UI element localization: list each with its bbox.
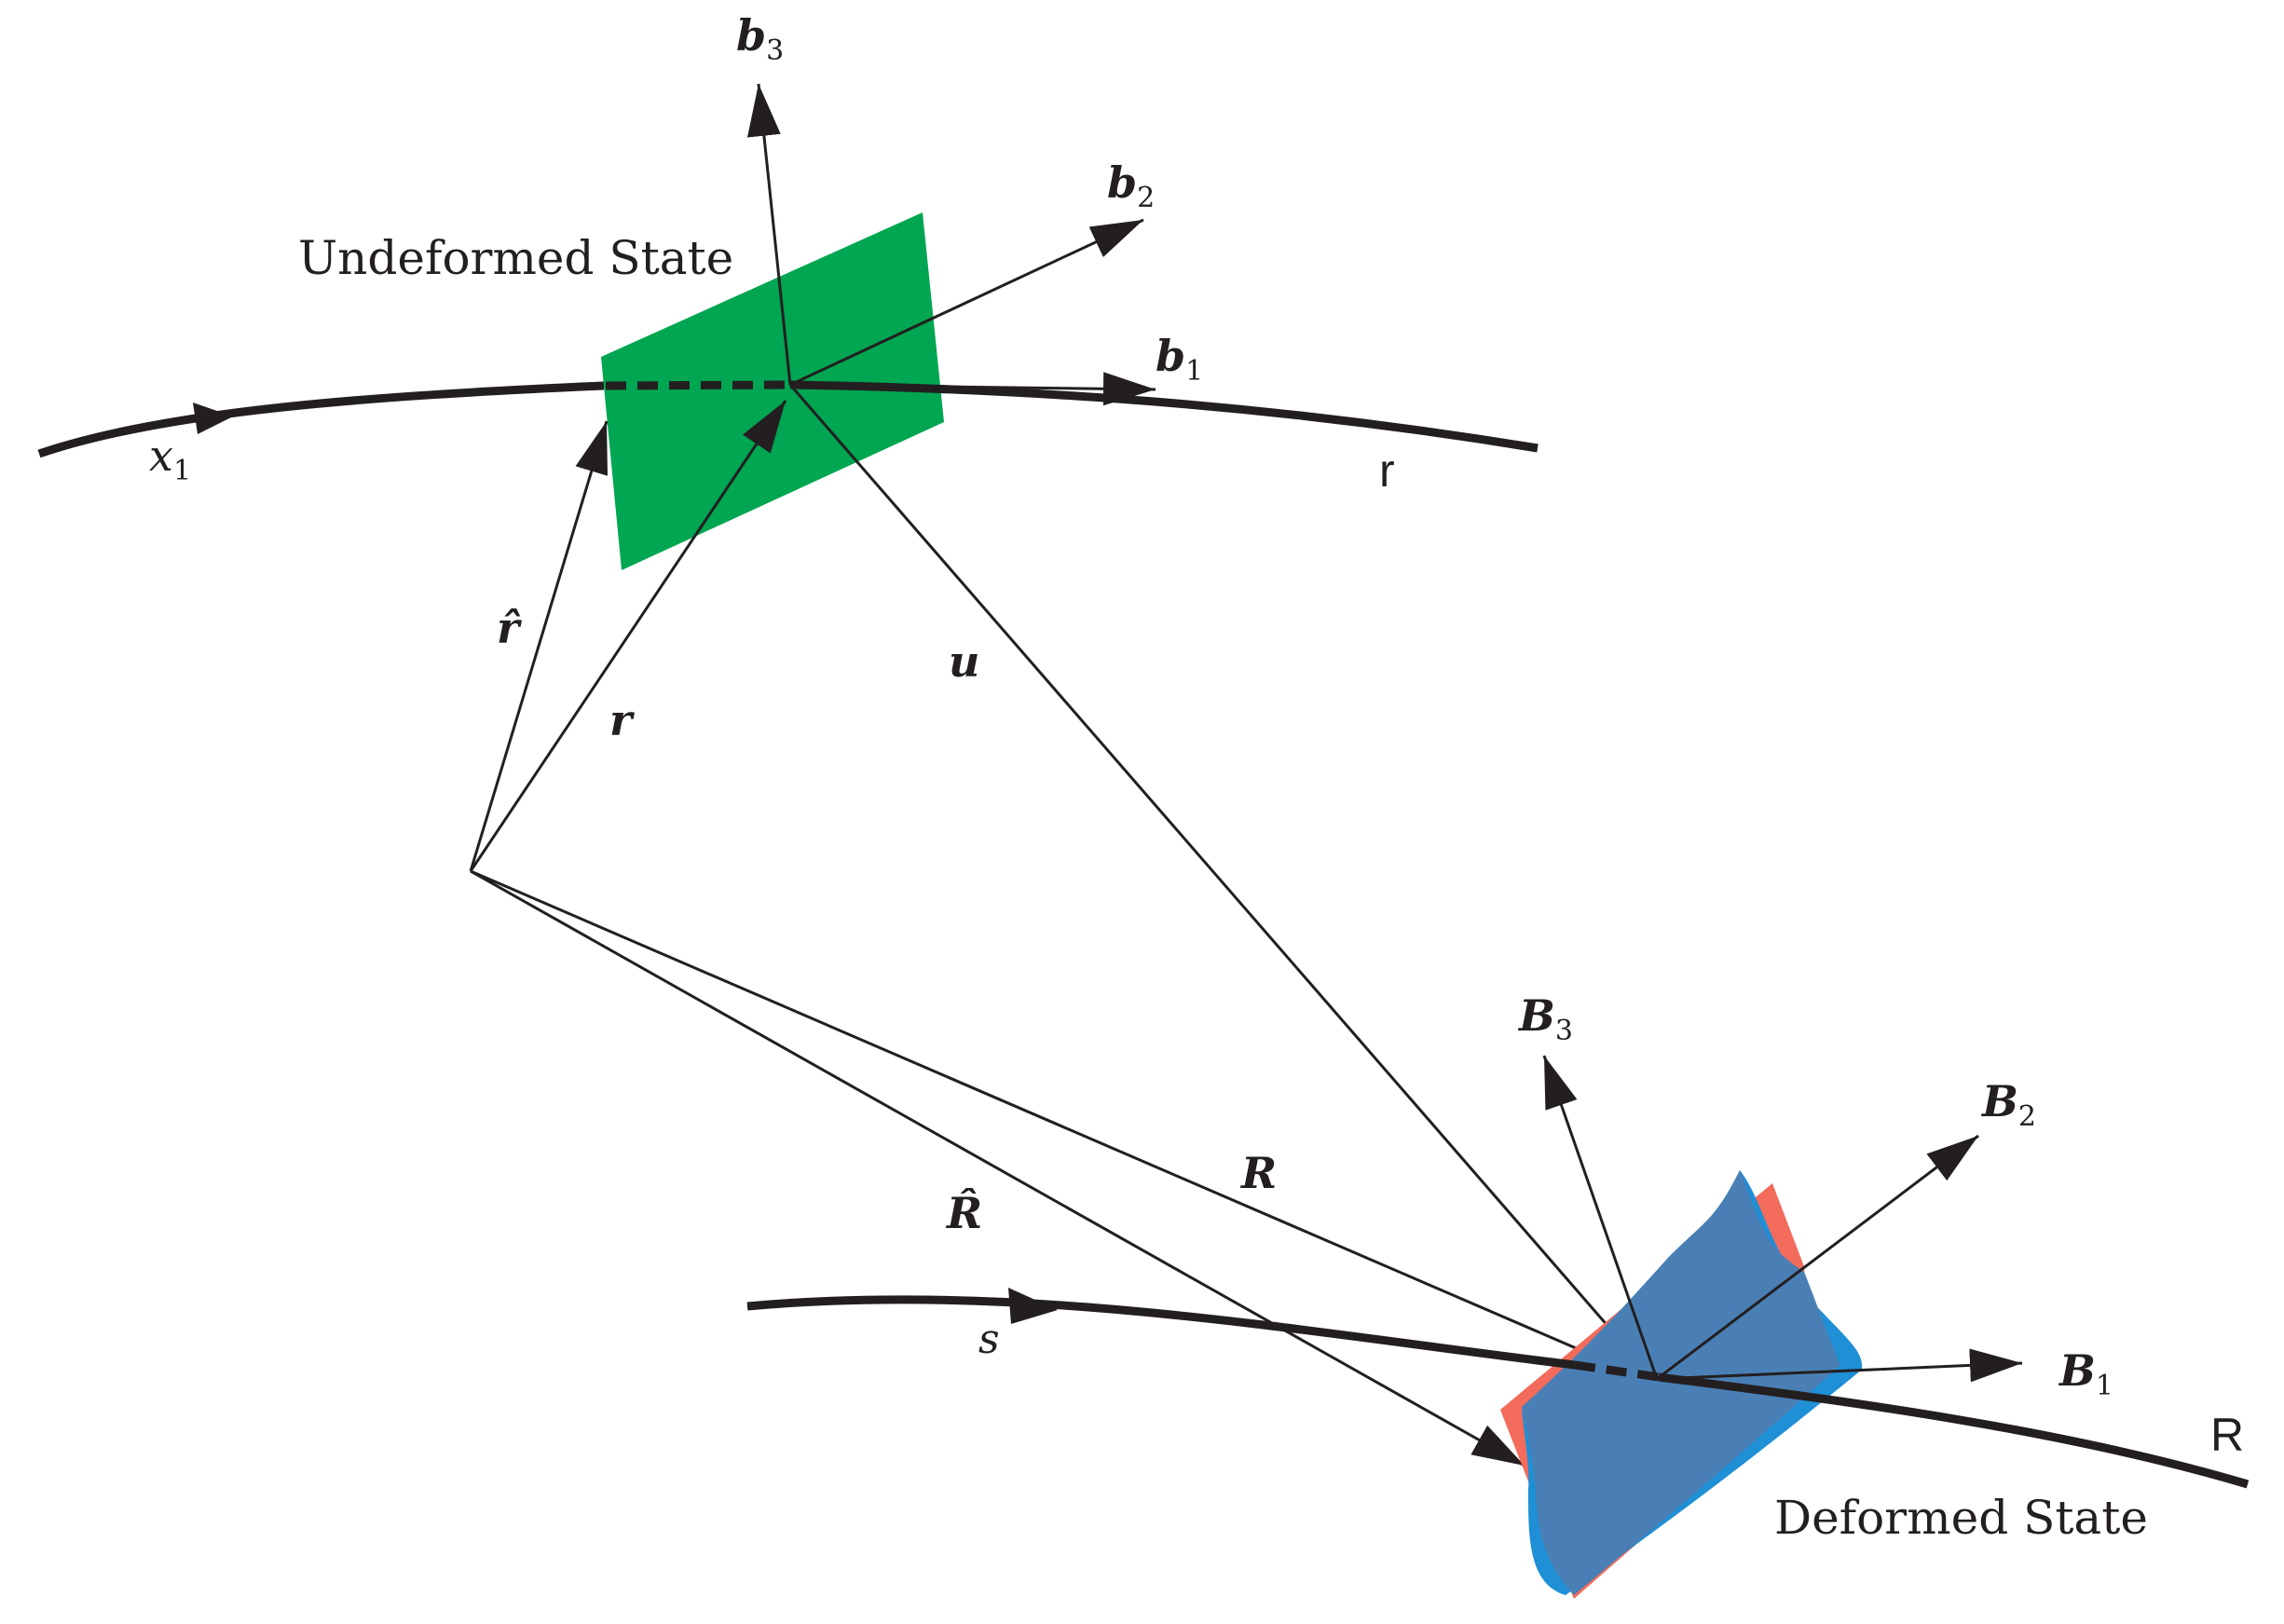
B2-vector [1656,1134,1979,1381]
r-curve-label: r [1379,444,1395,497]
x1-label: x1 [149,430,191,487]
B1-label: B1 [2058,1345,2113,1402]
undeformed-reference-curve-left [37,381,605,458]
r-hat-vector [469,420,609,872]
deformed-state-label: Deformed State [1774,1491,2148,1545]
b3-label: b3 [736,10,784,67]
b2-label: b2 [1107,157,1155,214]
B3-label: B3 [1517,990,1573,1047]
R-hat-vector [470,869,1525,1467]
b1-vector [789,372,1156,406]
deformed-reference-curve-left [746,1295,1576,1370]
deformed-reference-curve-dashed [1574,1360,1660,1382]
s-label: s [978,1316,1000,1363]
r-vector-label: r [609,695,636,745]
undeformed-state-label: Undeformed State [298,231,733,285]
undeformed-cross-section-plane [601,212,944,570]
undeformed-reference-curve-right [789,380,1539,453]
B3-vector [1542,1055,1659,1380]
curve-direction-arrow-x1 [193,403,233,434]
u-vector-label: u [949,636,979,687]
r-vector [469,400,787,872]
R-curve-label: R [2210,1409,2244,1461]
R-hat-label: R̂ [945,1188,982,1238]
curve-direction-arrow-s [1008,1288,1058,1324]
R-vector [470,869,1650,1382]
R-vector-label: R [1239,1148,1277,1198]
b2-vector [789,218,1144,387]
b1-label: b1 [1156,331,1203,388]
B1-vector [1656,1348,2023,1383]
deformed-reference-curve-right [1658,1372,2250,1489]
b3-vector [746,83,792,386]
r-hat-label: r̂ [497,603,523,653]
B2-label: B2 [1980,1076,2036,1133]
u-vector [788,384,1654,1378]
